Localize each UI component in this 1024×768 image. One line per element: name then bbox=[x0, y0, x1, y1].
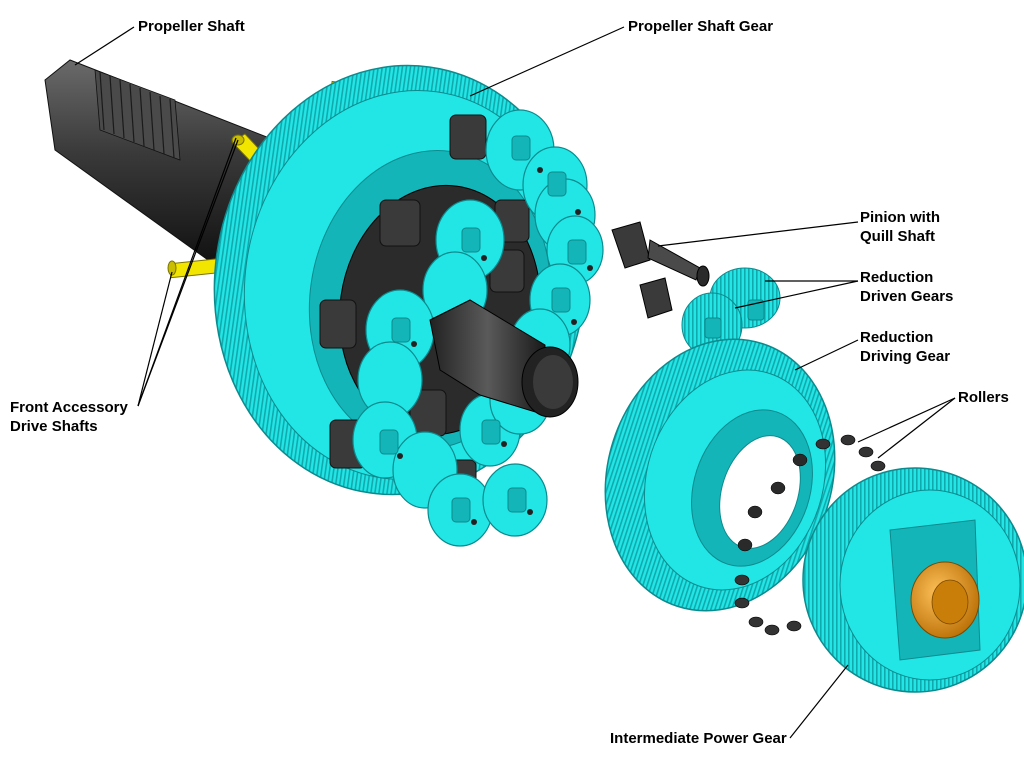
pinion-with-quill-shaft bbox=[611, 221, 710, 319]
label-reduction-driving-line2: Driving Gear bbox=[860, 348, 951, 365]
label-pinion-line1: Pinion with bbox=[860, 209, 940, 226]
label-front-accessory-line1: Front Accessory bbox=[10, 399, 128, 416]
label-rollers: Rollers bbox=[958, 389, 1009, 406]
label-reduction-driven-line2: Driven Gears bbox=[860, 288, 954, 305]
label-front-accessory-drive-shafts: Front Accessory Drive Shafts bbox=[10, 398, 128, 436]
label-pinion-with-quill-shaft: Pinion with Quill Shaft bbox=[860, 208, 940, 246]
label-reduction-driven-line1: Reduction bbox=[860, 269, 934, 286]
label-propeller-shaft-gear: Propeller Shaft Gear bbox=[628, 18, 774, 35]
label-pinion-line2: Quill Shaft bbox=[860, 228, 935, 245]
rollers bbox=[734, 434, 886, 636]
leader-lines bbox=[74, 26, 956, 739]
central-hub bbox=[429, 299, 579, 418]
label-reduction-driving-gear: Reduction Driving Gear bbox=[860, 328, 950, 366]
label-front-accessory-line2: Drive Shafts bbox=[10, 418, 98, 435]
reduction-driving-gear bbox=[604, 338, 836, 612]
label-intermediate-power-gear: Intermediate Power Gear bbox=[610, 730, 787, 747]
label-reduction-driving-line1: Reduction bbox=[860, 329, 934, 346]
label-reduction-driven-gears: Reduction Driven Gears bbox=[860, 268, 953, 306]
reduction-driven-gears bbox=[681, 267, 781, 358]
intermediate-power-gear bbox=[802, 467, 1024, 693]
label-propeller-shaft: Propeller Shaft bbox=[138, 18, 245, 35]
